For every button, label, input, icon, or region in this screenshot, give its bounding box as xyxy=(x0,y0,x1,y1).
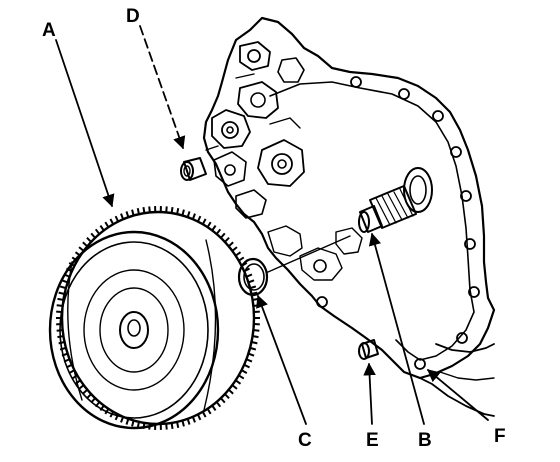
housing-casting-detail xyxy=(205,41,363,281)
o-ring xyxy=(237,257,269,297)
leader-b xyxy=(368,232,425,425)
callout-f: F xyxy=(494,426,506,447)
housing-lower-body xyxy=(419,343,495,417)
leader-lines xyxy=(55,25,489,425)
callout-labels: A D C E B F xyxy=(42,6,506,451)
callout-c: C xyxy=(298,430,312,451)
alignment-line xyxy=(267,235,351,273)
callout-e: E xyxy=(366,430,379,451)
dowel-pin-upper xyxy=(180,157,207,181)
callout-b: B xyxy=(418,430,432,451)
leader-d xyxy=(139,25,186,150)
leader-f xyxy=(427,369,489,421)
dowel-pin-lower xyxy=(358,339,379,360)
callout-d: D xyxy=(126,6,140,27)
callout-a: A xyxy=(42,20,56,41)
torque-converter xyxy=(48,206,260,430)
leader-e xyxy=(363,362,376,425)
ring-gear-teeth xyxy=(56,206,260,430)
mainshaft xyxy=(358,167,433,233)
leader-a xyxy=(55,39,115,208)
flange-bolt-bosses xyxy=(316,76,480,370)
leader-c xyxy=(256,294,307,425)
transmission-housing xyxy=(202,16,496,417)
